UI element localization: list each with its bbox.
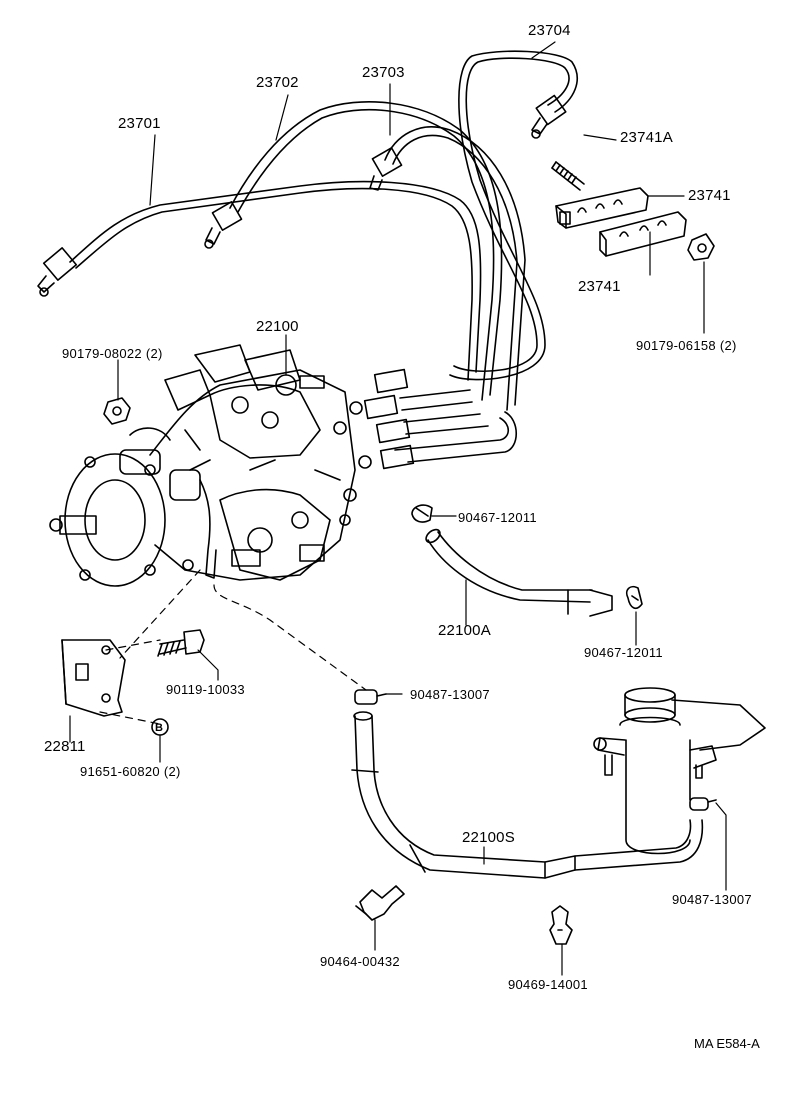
nut-90179-08022 [103, 397, 131, 425]
injection-pipe-23703 [369, 126, 526, 411]
label-23741-upper: 23741 [688, 187, 731, 204]
label-23741A: 23741A [620, 129, 673, 146]
nut-90179-06158 [687, 233, 715, 261]
label-23704: 23704 [528, 22, 571, 39]
fuel-filter [593, 687, 766, 855]
washer-symbol: B [155, 722, 164, 734]
pipe-bundle-outlets [333, 368, 518, 470]
label-22100S: 22100S [462, 829, 515, 846]
label-90467-12011-lower: 90467-12011 [584, 645, 663, 660]
hose-clip-90487-13007-lower [689, 797, 717, 811]
injection-pipe-23701 [37, 180, 482, 381]
dashed-lines [99, 569, 367, 725]
fuel-hose-22100S [351, 711, 704, 879]
label-22811: 22811 [44, 738, 86, 755]
pipe-clamp-23741-lower [599, 211, 687, 257]
hose-clip-90467-12011-upper [411, 504, 433, 523]
injection-pipe-23704 [449, 50, 578, 381]
hose-clip-90487-13007-upper [354, 689, 387, 705]
bolt-90119-10033 [157, 629, 205, 657]
hose-clip-90467-12011-lower [625, 585, 643, 610]
label-23741-lower: 23741 [578, 278, 621, 295]
injection-pump-22100 [49, 344, 357, 587]
clip-90469-14001 [549, 905, 573, 945]
label-23701: 23701 [118, 115, 161, 132]
leader-lines [69, 41, 727, 976]
label-22100: 22100 [256, 318, 299, 335]
label-22100A: 22100A [438, 622, 491, 639]
pipe-clamp-23741-upper [555, 187, 649, 229]
label-90487-13007-upper: 90487-13007 [410, 687, 490, 702]
label-90119-10033: 90119-10033 [166, 682, 245, 697]
clamp-stud-23741A [551, 161, 585, 191]
label-23702: 23702 [256, 74, 299, 91]
label-90179-08022: 90179-08022 (2) [62, 346, 163, 361]
clip-90464-00432 [355, 885, 405, 921]
reference-code: MA E584-A [694, 1036, 760, 1051]
label-90464-00432: 90464-00432 [320, 954, 400, 969]
fuel-hose-22100A [425, 528, 613, 617]
label-91651-60820: 91651-60820 (2) [80, 764, 181, 779]
label-23703: 23703 [362, 64, 405, 81]
bracket-22811 [61, 639, 126, 717]
label-90469-14001: 90469-14001 [508, 977, 588, 992]
label-90179-06158: 90179-06158 (2) [636, 338, 737, 353]
label-90467-12011-upper: 90467-12011 [458, 510, 537, 525]
label-90487-13007-lower: 90487-13007 [672, 892, 752, 907]
injection-pipe-23702 [204, 101, 503, 401]
